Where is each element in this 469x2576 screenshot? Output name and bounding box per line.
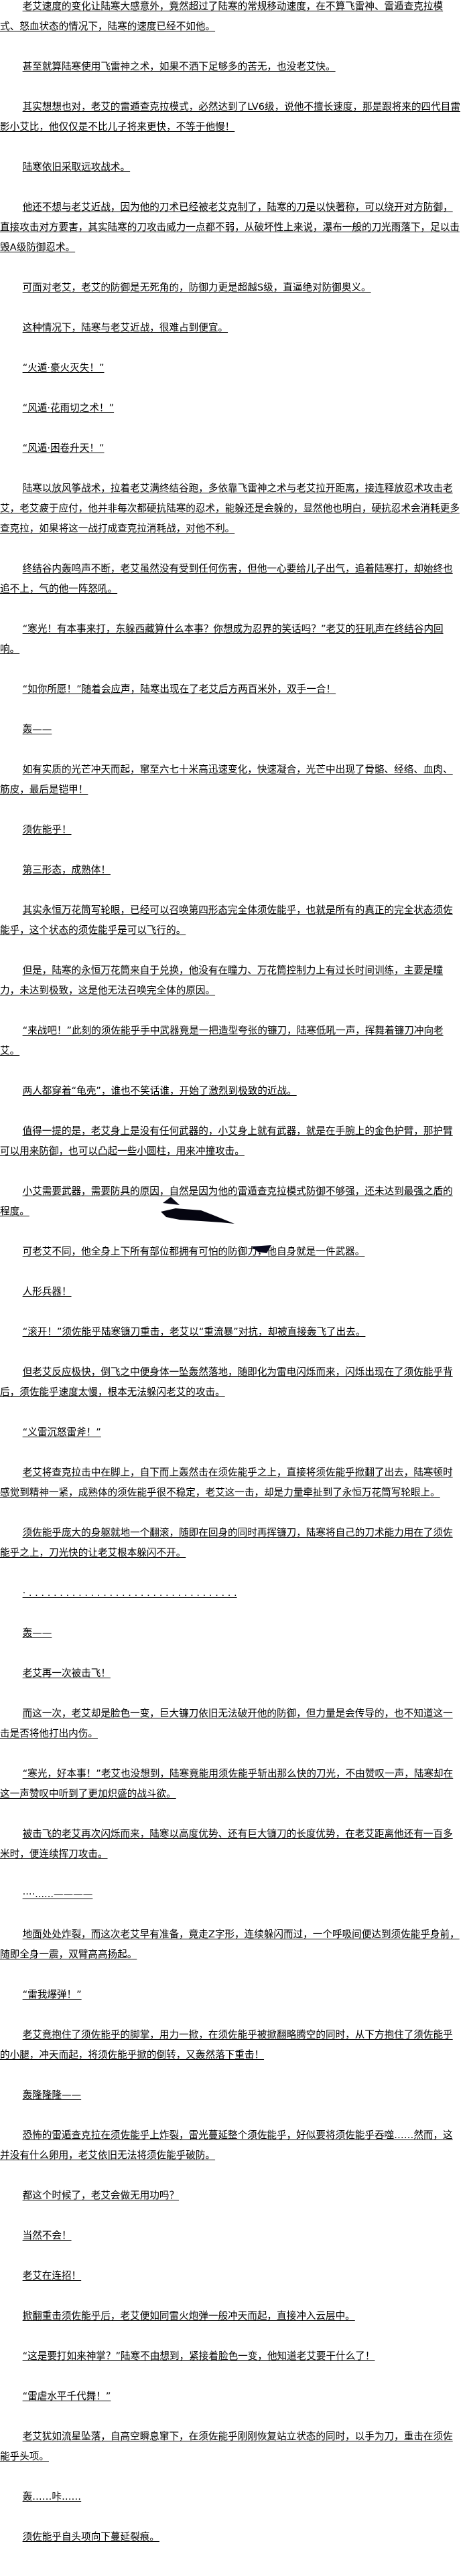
paragraph: 他还不想与老艾近战，因为他的刀术已经被老艾克制了，陆寒的刀是以快著称，可以绕开对… <box>0 202 460 253</box>
paragraph: “这是要打如来神掌？”陆寒不由想到，紧接着脸色一变，他知道老艾要干什么了！ <box>22 2350 375 2362</box>
paragraph: 这种情况下，陆寒与老艾近战，很难占到便宜。 <box>22 322 228 333</box>
paragraph: 而这一次，老艾却是脸色一变，巨大镰刀依旧无法破开他的防御，但力量是会传导的，也不… <box>0 1708 453 1739</box>
paragraph: 当然不会！ <box>22 2230 72 2241</box>
paragraph: 其实想想也对，老艾的雷遁查克拉模式，必然达到了LV6级，说他不擅长速度，那是跟将… <box>0 101 460 133</box>
paragraph: “雷虐水平千代舞！” <box>22 2391 111 2402</box>
paragraph: 老艾犹如流星坠落，自高空瞬息窜下，在须佐能乎刚刚恢复站立状态的同时，以手为刀，重… <box>0 2431 453 2462</box>
paragraph: 第三形态，成熟体！ <box>22 864 111 876</box>
paragraph: 值得一提的是，老艾身上是没有任何武器的，小艾身上就有武器，就是在手腕上的金色护臂… <box>0 1125 453 1157</box>
paragraph: “来战吧！”此刻的须佐能乎手中武器竟是一把造型夸张的镰刀，陆寒低吼一声，挥舞着镰… <box>0 1025 444 1056</box>
paragraph: “如你所愿！”随着会应声，陆寒出现在了老艾后方两百米外，双手一合！ <box>22 683 336 695</box>
paragraph: 人形兵器！ <box>22 1286 72 1297</box>
paragraph: 但是，陆寒的永恒万花筒来自于兑换，他没有在瞳力、万花筒控制力上有过长时间训练，主… <box>0 965 444 996</box>
paragraph: 终结谷内轰鸣声不断，老艾虽然没有受到任何伤害，但他一心要给儿子出气，追着陆寒打，… <box>0 563 453 594</box>
paragraph: 轰—— <box>22 1627 52 1639</box>
paragraph: 须佐能乎自头项向下蔓延裂痕。 <box>22 2531 159 2543</box>
paragraph: “火遁·豪火灭失！” <box>22 362 105 374</box>
paragraph: “雷我爆弹！” <box>22 1989 82 2000</box>
paragraph: 老艾速度的变化让陆寒大感意外，竟然超过了陆寒的常规移动速度，在不算飞雷神、雷遁查… <box>0 1 444 32</box>
paragraph: 轰隆隆隆—— <box>22 2089 82 2101</box>
paragraph: 掀翻重击须佐能乎后，老艾便如同雷火炮弹一般冲天而起，直接冲入云层中。 <box>22 2310 355 2322</box>
paragraph: 可面对老艾，老艾的防御是无死角的，防御力更是超越S级，直逼绝对防御奥义。 <box>22 282 371 293</box>
paragraph: 老艾再一次被击飞！ <box>22 1668 111 1679</box>
paragraph: 恐怖的雷遁查克拉在须佐能乎上炸裂，雷光蔓延整个须佐能乎，好似要将须佐能乎吞噬……… <box>0 2129 453 2161</box>
paragraph: “风遁·花雨切之术！” <box>22 402 115 414</box>
paragraph: 两人都穿着“龟壳”，谁也不笑话谁，开始了激烈到极致的近战。 <box>22 1085 297 1097</box>
paragraph: 老艾在连招！ <box>22 2270 82 2281</box>
paragraph: “滚开！”须佐能乎陆寒镰刀重击，老艾以“重流暴”对抗，却被直接轰飞了出去。 <box>22 1326 366 1338</box>
paragraph: 轰—— <box>22 724 52 735</box>
paragraph: 陆寒依旧采取远攻战术。 <box>22 161 131 173</box>
paragraph: 地面处处炸裂，而这次老艾早有准备，竟走Z字形，连续躲闪而过，一个呼吸间便达到须佐… <box>0 1929 460 1960</box>
paragraph: “风遁·困卷升天！” <box>22 442 105 454</box>
paragraph: 甚至就算陆寒使用飞雷神之术，如果不洒下足够多的苦无，也没老艾快。 <box>22 61 336 72</box>
paragraph: 被击飞的老艾再次闪烁而来，陆寒以高度优势、还有巨大镰刀的长度优势，在老艾距离他还… <box>0 1828 453 1860</box>
paragraph: 可老艾不同，他全身上下所有部位都拥有可怕的防御力，他自身就是一件武器。 <box>22 1246 365 1257</box>
paragraph: · . . . . . . . . . . . . . . . . . . . … <box>22 1587 237 1599</box>
paragraph: “寒光！有本事来打，东躲西藏算什么本事？你想成为忍界的笑话吗？”老艾的狂吼声在终… <box>0 623 444 655</box>
paragraph: 老艾竟抱住了须佐能乎的脚掌，用力一掀，在须佐能乎被掀翻略腾空的同时，从下方抱住了… <box>0 2029 453 2061</box>
paragraph: 须佐能乎！ <box>22 824 72 835</box>
paragraph: 须佐能乎庞大的身躯就地一个翻滚，随即在回身的同时再挥镰刀，陆寒将自己的刀术能力用… <box>0 1527 453 1558</box>
paragraph: 陆寒以放风筝战术，拉着老艾满终结谷跑，多依靠飞雷神之术与老艾拉开距离，接连释放忍… <box>0 483 460 534</box>
paragraph: “义雷沉怒雷斧！” <box>22 1427 101 1438</box>
paragraph: “寒光，好本事！”老艾也没想到，陆寒竟能用须佐能乎斩出那么快的刀光，不由赞叹一声… <box>0 1768 454 1799</box>
paragraph: 小艾需要武器，需要防具的原因，自然是因为他的雷遁查克拉模式防御不够强，还未达到最… <box>0 1186 453 1217</box>
paragraph: 都这个时候了，老艾会做无用功吗？ <box>22 2190 180 2201</box>
paragraph: 老艾将查克拉击中在脚上，自下而上轰然击在须佐能乎之上，直接将须佐能乎掀翻了出去，… <box>0 1467 453 1498</box>
paragraph: ····......———— <box>22 1888 93 1900</box>
paragraph: 轰……咔…… <box>22 2491 82 2502</box>
paragraph: 但老艾反应极快，倒飞之中便身体一坠轰然落地，随即化为雷电闪烁而来，闪烁出现在了须… <box>0 1366 453 1398</box>
paragraph: 其实永恒万花筒写轮眼，已经可以召唤第四形态完全体须佐能乎，也就是所有的真正的完全… <box>0 904 453 936</box>
paragraph: 如有实质的光芒冲天而起，窜至六七十米高迅速变化，快速凝合，光芒中出现了骨骼、经络… <box>0 764 453 795</box>
